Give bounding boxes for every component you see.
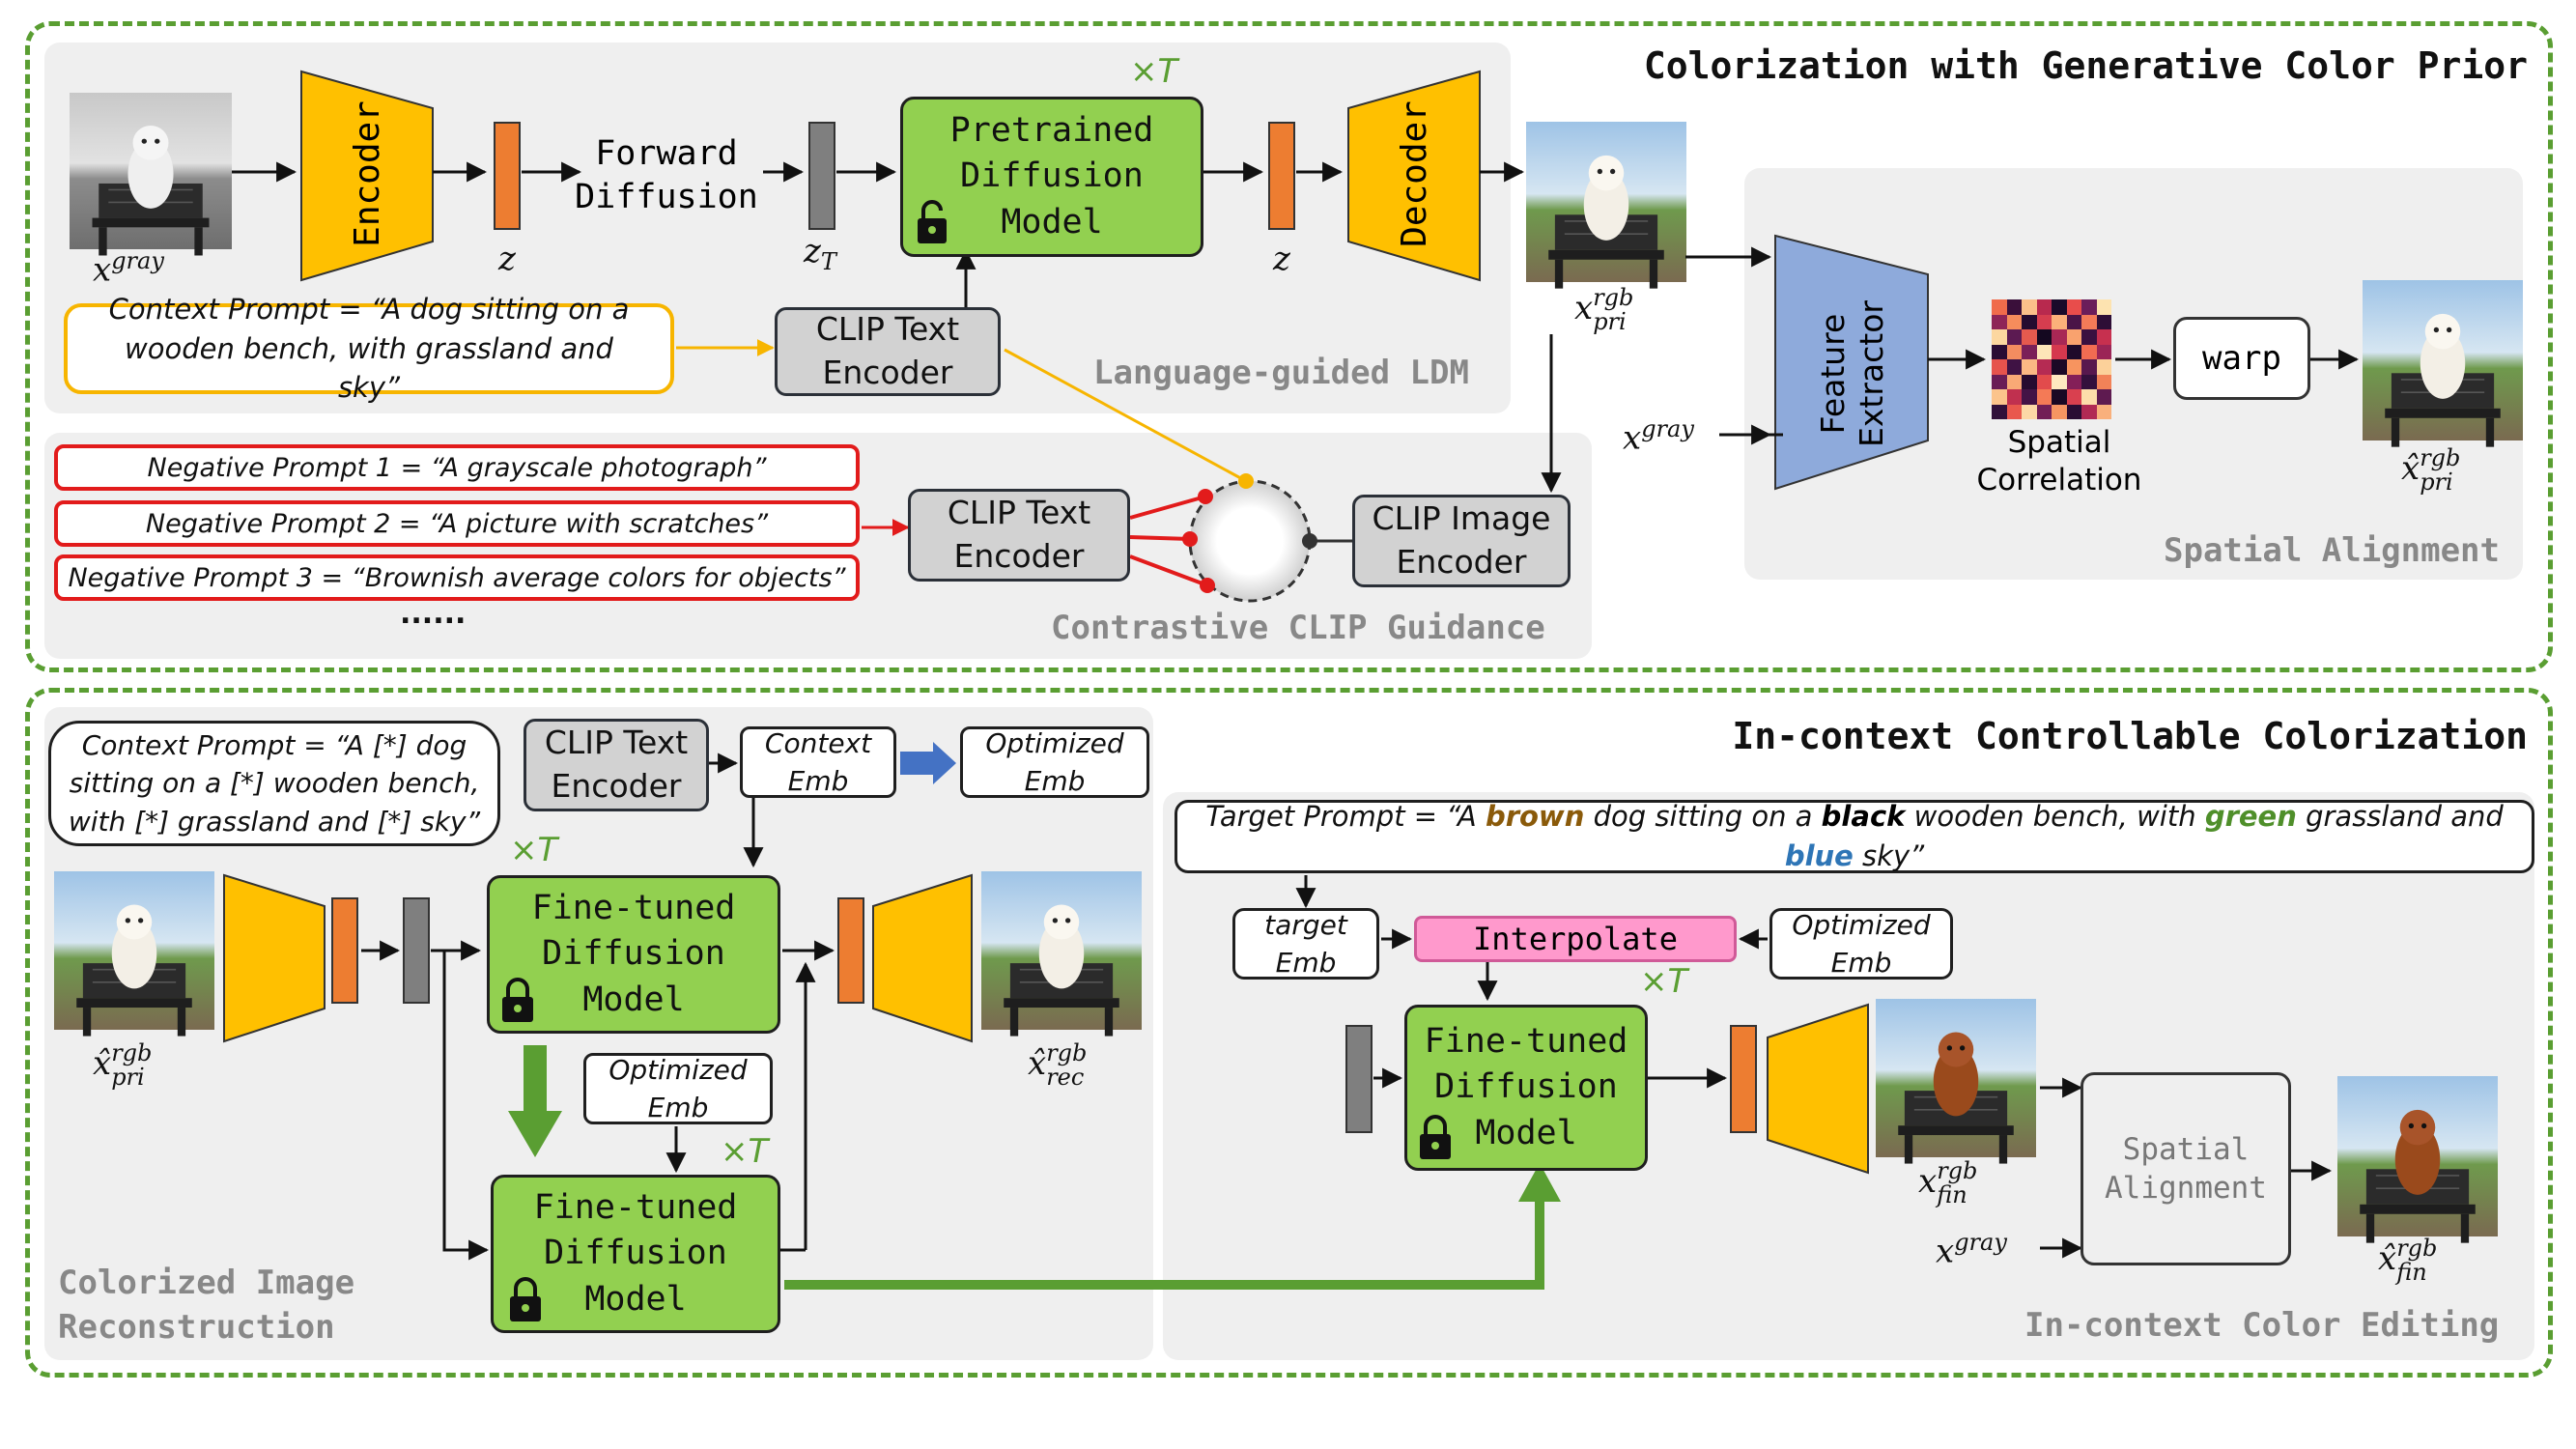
- optimize-arrow: [900, 742, 956, 784]
- reconstruction-label: Colorized Image Reconstruction: [58, 1264, 355, 1347]
- var-x-gray: xgray: [93, 247, 164, 290]
- warp-box: warp: [2173, 317, 2310, 400]
- edit-times-T: ×T: [1640, 962, 1688, 1001]
- target-prompt-text: Target Prompt = “A brown dog sitting on …: [1205, 800, 2504, 872]
- bottom-section-title: In-context Controllable Colorization: [1732, 715, 2528, 757]
- lock-icon-edit: [1418, 1113, 1453, 1161]
- context-prompt-box: Context Prompt = “A dog sitting on a woo…: [64, 293, 674, 404]
- spatial-correlation-grid: [1992, 299, 2111, 419]
- recon-decoder-shape: [872, 873, 973, 1043]
- recon-noisy-bar: [403, 897, 430, 1004]
- encoder-label: Encoder: [347, 100, 387, 247]
- finetune-down-arrow: [508, 1045, 562, 1157]
- clip-text-encoder-top: CLIP Text Encoder: [775, 307, 1001, 396]
- recon-encoder-shape: [223, 873, 326, 1043]
- colorized-prior-image: [1526, 122, 1686, 290]
- var-z-out: z: [1273, 240, 1290, 278]
- recon-output-image: [981, 871, 1142, 1037]
- pretrained-diffusion-model: Pretrained Diffusion Model: [900, 97, 1203, 257]
- decoder-label: Decoder: [1394, 100, 1434, 247]
- clip-text-encoder-contrastive: CLIP Text Encoder: [908, 489, 1130, 582]
- top-section-title: Colorization with Generative Color Prior: [1643, 44, 2528, 87]
- optimized-emb-box-edit: Optimized Emb: [1769, 908, 1953, 980]
- pretrained-times-T: ×T: [1130, 52, 1178, 91]
- var-x-gray-align: xgray: [1623, 415, 1694, 458]
- latent-zT-bar: [808, 122, 835, 230]
- clip-guidance-label: Contrastive CLIP Guidance: [1051, 609, 1545, 647]
- decoder-shape: [1347, 70, 1481, 282]
- clip-text-encoder-bottom: CLIP Text Encoder: [524, 719, 709, 811]
- aligned-prior-image: [2363, 280, 2523, 448]
- ldm-panel-label: Language-guided LDM: [1093, 354, 1469, 392]
- finetuned-model-recon-upper: Fine-tuned Diffusion Model: [487, 875, 780, 1034]
- negative-prompt-3: Negative Prompt 3 = “Brownish average co…: [54, 554, 860, 601]
- recon-context-prompt: Context Prompt = “A [*] dog sitting on a…: [48, 721, 500, 846]
- optimized-emb-box-mid: Optimized Emb: [583, 1053, 773, 1124]
- transfer-arrow: [784, 1198, 1544, 1290]
- target-prompt-box: Target Prompt = “A brown dog sitting on …: [1175, 800, 2534, 873]
- target-emb-box: target Emb: [1232, 908, 1379, 980]
- feature-extractor-label: Feature Extractor: [1814, 300, 1890, 447]
- edit-latent-bar: [1730, 1025, 1757, 1133]
- spatial-alignment-label: Spatial Alignment: [2164, 531, 2500, 570]
- negative-prompt-2: Negative Prompt 2 = “A picture with scra…: [54, 500, 860, 547]
- color-editing-label: In-context Color Editing: [2024, 1306, 2500, 1345]
- forward-diffusion-label: Forward Diffusion: [575, 133, 758, 217]
- lock-icon-recon-upper: [500, 976, 535, 1024]
- final-output-image: [2337, 1076, 2498, 1244]
- recon-out-latent-bar: [837, 897, 864, 1004]
- lock-icon-recon-lower: [508, 1275, 543, 1323]
- encoder-shape: [300, 70, 434, 282]
- edit-noisy-bar: [1345, 1025, 1373, 1133]
- var-zT: zT: [804, 232, 836, 275]
- unlock-icon: [916, 199, 948, 245]
- clip-image-encoder: CLIP Image Encoder: [1352, 495, 1571, 587]
- recon-latent-bar: [331, 897, 358, 1004]
- negative-prompt-1: Negative Prompt 1 = “A grayscale photogr…: [54, 444, 860, 491]
- feature-extractor-shape: [1774, 234, 1929, 491]
- input-grayscale-image: [70, 93, 232, 257]
- context-emb-box: Context Emb: [740, 726, 896, 798]
- finetuned-model-recon-lower: Fine-tuned Diffusion Model: [491, 1175, 780, 1333]
- latent-z-out-bar: [1268, 122, 1295, 230]
- spatial-correlation-label: Spatial Correlation: [1976, 425, 2142, 497]
- recon-times-T-2: ×T: [721, 1132, 769, 1171]
- latent-z-bar: [494, 122, 521, 230]
- edit-decoder-shape: [1767, 1003, 1869, 1175]
- recon-times-T-1: ×T: [510, 831, 558, 869]
- bottom-section-frame: [25, 688, 2553, 1378]
- edited-image: [1876, 999, 2036, 1165]
- interpolate-box: Interpolate: [1414, 916, 1737, 962]
- top-section-frame: [25, 21, 2553, 672]
- negative-prompt-ellipsis: ......: [400, 597, 467, 631]
- recon-input-image: [54, 871, 215, 1037]
- optimized-emb-box-top: Optimized Emb: [960, 726, 1149, 798]
- var-x-gray-edit: xgray: [1936, 1229, 2007, 1271]
- var-z: z: [498, 240, 516, 278]
- spatial-alignment-box: Spatial Alignment: [2081, 1072, 2291, 1265]
